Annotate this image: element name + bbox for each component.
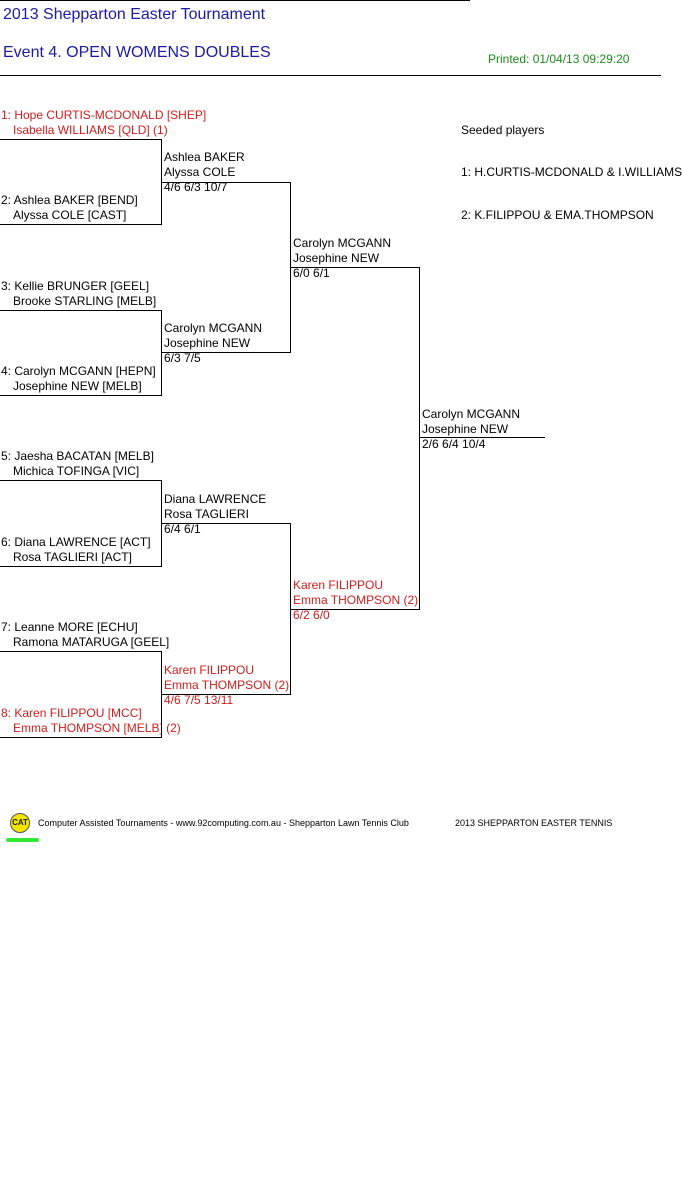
r2-match-1-score: 4/6 6/3 10/7 — [164, 180, 228, 194]
r2-match-1-line1: Ashlea BAKER — [164, 150, 245, 164]
printed-timestamp: Printed: 01/04/13 09:29:20 — [488, 52, 630, 66]
bracket-line — [291, 267, 420, 268]
final-line1: Carolyn MCGANN — [422, 407, 521, 421]
bracket-line — [162, 694, 291, 695]
bracket-line — [291, 609, 420, 610]
logo-underline — [6, 838, 39, 842]
bracket-line — [161, 480, 162, 567]
tournament-title: 2013 Shepparton Easter Tournament — [3, 6, 266, 23]
r1-entry-6-line2: Rosa TAGLIERI [ACT] — [13, 550, 132, 564]
r3-match-2-score: 6/2 6/0 — [293, 608, 330, 622]
bracket-line — [0, 310, 162, 311]
event-title: Event 4. OPEN WOMENS DOUBLES — [3, 44, 271, 61]
header-top-rule — [0, 0, 470, 1]
r1-entry-1-line1: 1: Hope CURTIS-MCDONALD [SHEP] — [1, 108, 207, 122]
bracket-line — [0, 651, 162, 652]
r1-entry-8-line1: 8: Karen FILIPPOU [MCC] — [1, 706, 142, 720]
r1-entry-5-line2: Michica TOFINGA [VIC] — [13, 464, 140, 478]
bracket-line — [0, 737, 162, 738]
r1-entry-7-line1: 7: Leanne MORE [ECHU] — [1, 620, 138, 634]
final-score: 2/6 6/4 10/4 — [422, 437, 486, 451]
r1-entry-1-line2: Isabella WILLIAMS [QLD] (1) — [13, 123, 168, 137]
r2-match-4-line1: Karen FILIPPOU — [164, 663, 255, 677]
seeded-item-1: 1: H.CURTIS-MCDONALD & I.WILLIAMS — [461, 165, 682, 179]
r2-match-1-line2: Alyssa COLE — [164, 165, 236, 179]
bracket-line — [419, 267, 420, 610]
bracket-line — [0, 395, 162, 396]
bracket-line — [0, 566, 162, 567]
r3-match-2-line2: Emma THOMPSON (2) — [293, 593, 419, 607]
bracket-line — [161, 651, 162, 738]
bracket-line — [0, 139, 162, 140]
r1-entry-4-line1: 4: Carolyn MCGANN [HEPN] — [1, 364, 156, 378]
final-line2: Josephine NEW — [422, 422, 509, 436]
bracket-line — [162, 523, 291, 524]
bracket-line — [162, 352, 291, 353]
r1-entry-8-line2: Emma THOMPSON [MELB] (2) — [13, 721, 181, 735]
bracket-line — [0, 224, 162, 225]
bracket-line — [161, 310, 162, 396]
r3-match-2-line1: Karen FILIPPOU — [293, 578, 384, 592]
bracket-line — [290, 182, 291, 353]
r1-entry-2-line2: Alyssa COLE [CAST] — [13, 208, 127, 222]
seeded-heading: Seeded players — [461, 123, 545, 137]
footer-right-text: 2013 SHEPPARTON EASTER TENNIS — [455, 818, 613, 828]
seeded-item-2: 2: K.FILIPPOU & EMA.THOMPSON — [461, 208, 654, 222]
r3-match-1-score: 6/0 6/1 — [293, 266, 330, 280]
r1-entry-3-line1: 3: Kellie BRUNGER [GEEL] — [1, 279, 150, 293]
r2-match-3-line2: Rosa TAGLIERI — [164, 507, 249, 521]
cat-logo-icon: CAT — [10, 813, 30, 833]
bracket-line — [290, 523, 291, 695]
r1-entry-7-line2: Ramona MATARUGA [GEEL] — [13, 635, 170, 649]
r1-entry-4-line2: Josephine NEW [MELB] — [13, 379, 142, 393]
r2-match-3-line1: Diana LAWRENCE — [164, 492, 267, 506]
bracket-line — [162, 182, 291, 183]
r2-match-4-score: 4/6 7/5 13/11 — [164, 693, 234, 707]
r3-match-1-line1: Carolyn MCGANN — [293, 236, 392, 250]
r2-match-2-score: 6/3 7/5 — [164, 351, 201, 365]
r2-match-3-score: 6/4 6/1 — [164, 522, 201, 536]
r2-match-2-line2: Josephine NEW — [164, 336, 251, 350]
footer-text: Computer Assisted Tournaments - www.92co… — [38, 818, 409, 828]
r1-entry-5-line1: 5: Jaesha BACATAN [MELB] — [1, 449, 154, 463]
header-bottom-rule — [0, 75, 661, 76]
r1-entry-2-line1: 2: Ashlea BAKER [BEND] — [1, 193, 138, 207]
r3-match-1-line2: Josephine NEW — [293, 251, 380, 265]
r1-entry-6-line1: 6: Diana LAWRENCE [ACT] — [1, 535, 151, 549]
r1-entry-3-line2: Brooke STARLING [MELB] — [13, 294, 157, 308]
r2-match-2-line1: Carolyn MCGANN — [164, 321, 263, 335]
final-line — [420, 437, 545, 438]
bracket-line — [0, 480, 162, 481]
r2-match-4-line2: Emma THOMPSON (2) — [164, 678, 290, 692]
bracket-line — [161, 139, 162, 225]
